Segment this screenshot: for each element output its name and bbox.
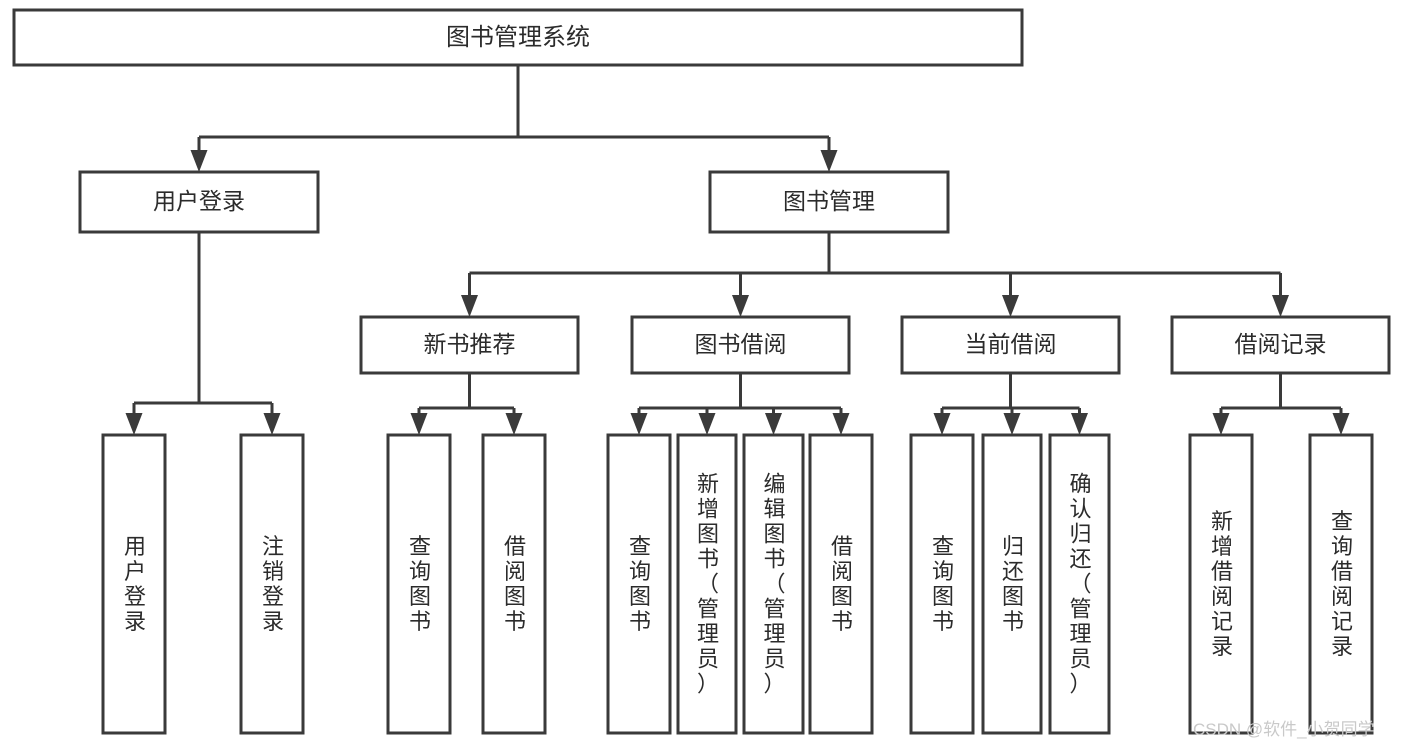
edge-to-current-borrow-arrowhead	[1002, 295, 1019, 317]
node-leaf-borrow-book-1-label: 借阅图书	[504, 534, 526, 634]
node-leaf-add-book-box[interactable]	[676, 433, 738, 735]
csdn-watermark: CSDN @软件_小贺同学	[1193, 720, 1375, 739]
node-root-box[interactable]	[12, 8, 1024, 67]
node-leaf-query-book-2[interactable]: 查询图书	[606, 433, 672, 735]
node-leaf-borrow-book-2[interactable]: 借阅图书	[808, 433, 874, 735]
node-leaf-user-login-box[interactable]	[101, 433, 167, 735]
node-leaf-add-record[interactable]: 新增借阅记录	[1188, 433, 1254, 735]
node-leaf-add-record-box[interactable]	[1188, 433, 1254, 735]
edge-to-leaf-edit-book-arrowhead	[765, 413, 782, 435]
node-root[interactable]: 图书管理系统	[12, 8, 1024, 67]
node-new-book-rec[interactable]: 新书推荐	[359, 315, 580, 375]
node-leaf-query-record[interactable]: 查询借阅记录	[1308, 433, 1374, 735]
node-root-label: 图书管理系统	[446, 24, 590, 51]
connectors-layer	[125, 65, 1350, 435]
edge-to-leaf-user-login-arrowhead	[125, 413, 143, 435]
node-leaf-query-record-box[interactable]	[1308, 433, 1374, 735]
node-leaf-add-record-label: 新增借阅记录	[1211, 509, 1233, 659]
node-leaf-confirm-return-label: 确认归还（管理员）	[1069, 472, 1091, 697]
node-current-borrow-box[interactable]	[900, 315, 1121, 375]
node-leaf-query-book-3-box[interactable]	[909, 433, 975, 735]
edge-to-leaf-borrow-book-1-arrowhead	[505, 413, 523, 435]
node-leaf-logout[interactable]: 注销登录	[239, 433, 305, 735]
node-leaf-edit-book-label: 编辑图书（管理员）	[763, 472, 785, 697]
node-leaf-borrow-book-2-box[interactable]	[808, 433, 874, 735]
node-leaf-confirm-return-box[interactable]	[1048, 433, 1111, 735]
node-borrow-record[interactable]: 借阅记录	[1170, 315, 1391, 375]
node-leaf-return-book[interactable]: 归还图书	[981, 433, 1043, 735]
node-leaf-add-book-label: 新增图书（管理员）	[697, 472, 719, 697]
node-book-borrow-box[interactable]	[630, 315, 851, 375]
node-leaf-query-book-1-box[interactable]	[386, 433, 452, 735]
node-leaf-query-book-2-label: 查询图书	[629, 534, 651, 634]
node-book-borrow-label: 图书借阅	[695, 331, 787, 357]
node-leaf-edit-book-box[interactable]	[742, 433, 805, 735]
node-leaf-user-login-label: 用户登录	[124, 534, 146, 634]
edge-to-user-login-arrowhead	[190, 150, 208, 172]
edge-to-book-borrow-arrowhead	[732, 295, 749, 317]
node-leaf-borrow-book-1-box[interactable]	[481, 433, 547, 735]
node-leaf-user-login[interactable]: 用户登录	[101, 433, 167, 735]
node-leaf-logout-label: 注销登录	[262, 534, 284, 634]
node-leaf-return-book-label: 归还图书	[1002, 534, 1024, 634]
edge-to-new-book-rec-arrowhead	[461, 295, 478, 317]
node-book-manage-label: 图书管理	[783, 188, 875, 214]
node-borrow-record-label: 借阅记录	[1235, 331, 1327, 357]
nodes-layer: 图书管理系统用户登录图书管理新书推荐图书借阅当前借阅借阅记录用户登录注销登录查询…	[12, 8, 1391, 735]
node-user-login[interactable]: 用户登录	[78, 170, 320, 234]
node-leaf-query-book-1-label: 查询图书	[409, 534, 431, 634]
node-current-borrow-label: 当前借阅	[965, 331, 1057, 357]
node-leaf-query-book-2-box[interactable]	[606, 433, 672, 735]
node-leaf-confirm-return[interactable]: 确认归还（管理员）	[1048, 433, 1111, 735]
edge-to-borrow-record-arrowhead	[1272, 295, 1289, 317]
node-current-borrow[interactable]: 当前借阅	[900, 315, 1121, 375]
node-new-book-rec-box[interactable]	[359, 315, 580, 375]
node-book-manage[interactable]: 图书管理	[708, 170, 950, 234]
edge-to-leaf-query-book-1-arrowhead	[410, 413, 428, 435]
node-leaf-logout-box[interactable]	[239, 433, 305, 735]
edge-to-leaf-query-book-3-arrowhead	[933, 413, 951, 435]
edge-to-book-manage-arrowhead	[820, 150, 838, 172]
node-leaf-query-book-3-label: 查询图书	[932, 534, 954, 634]
edge-to-leaf-borrow-book-2-arrowhead	[832, 413, 850, 435]
node-leaf-return-book-box[interactable]	[981, 433, 1043, 735]
node-borrow-record-box[interactable]	[1170, 315, 1391, 375]
edge-to-leaf-query-book-2-arrowhead	[630, 413, 648, 435]
node-book-borrow[interactable]: 图书借阅	[630, 315, 851, 375]
node-leaf-query-book-3[interactable]: 查询图书	[909, 433, 975, 735]
node-leaf-query-book-1[interactable]: 查询图书	[386, 433, 452, 735]
node-leaf-borrow-book-2-label: 借阅图书	[831, 534, 853, 634]
node-user-login-label: 用户登录	[153, 188, 245, 214]
node-book-manage-box[interactable]	[708, 170, 950, 234]
node-leaf-add-book[interactable]: 新增图书（管理员）	[676, 433, 738, 735]
edge-to-leaf-add-book-arrowhead	[698, 413, 716, 435]
edge-to-leaf-logout-arrowhead	[263, 413, 281, 435]
edge-to-leaf-add-record-arrowhead	[1212, 413, 1230, 435]
node-leaf-borrow-book-1[interactable]: 借阅图书	[481, 433, 547, 735]
edge-to-leaf-confirm-return-arrowhead	[1071, 413, 1088, 435]
node-leaf-edit-book[interactable]: 编辑图书（管理员）	[742, 433, 805, 735]
node-leaf-query-record-label: 查询借阅记录	[1331, 509, 1353, 659]
edge-to-leaf-return-book-arrowhead	[1003, 413, 1021, 435]
node-new-book-rec-label: 新书推荐	[424, 331, 516, 357]
edge-to-leaf-query-record-arrowhead	[1332, 413, 1350, 435]
node-user-login-box[interactable]	[78, 170, 320, 234]
